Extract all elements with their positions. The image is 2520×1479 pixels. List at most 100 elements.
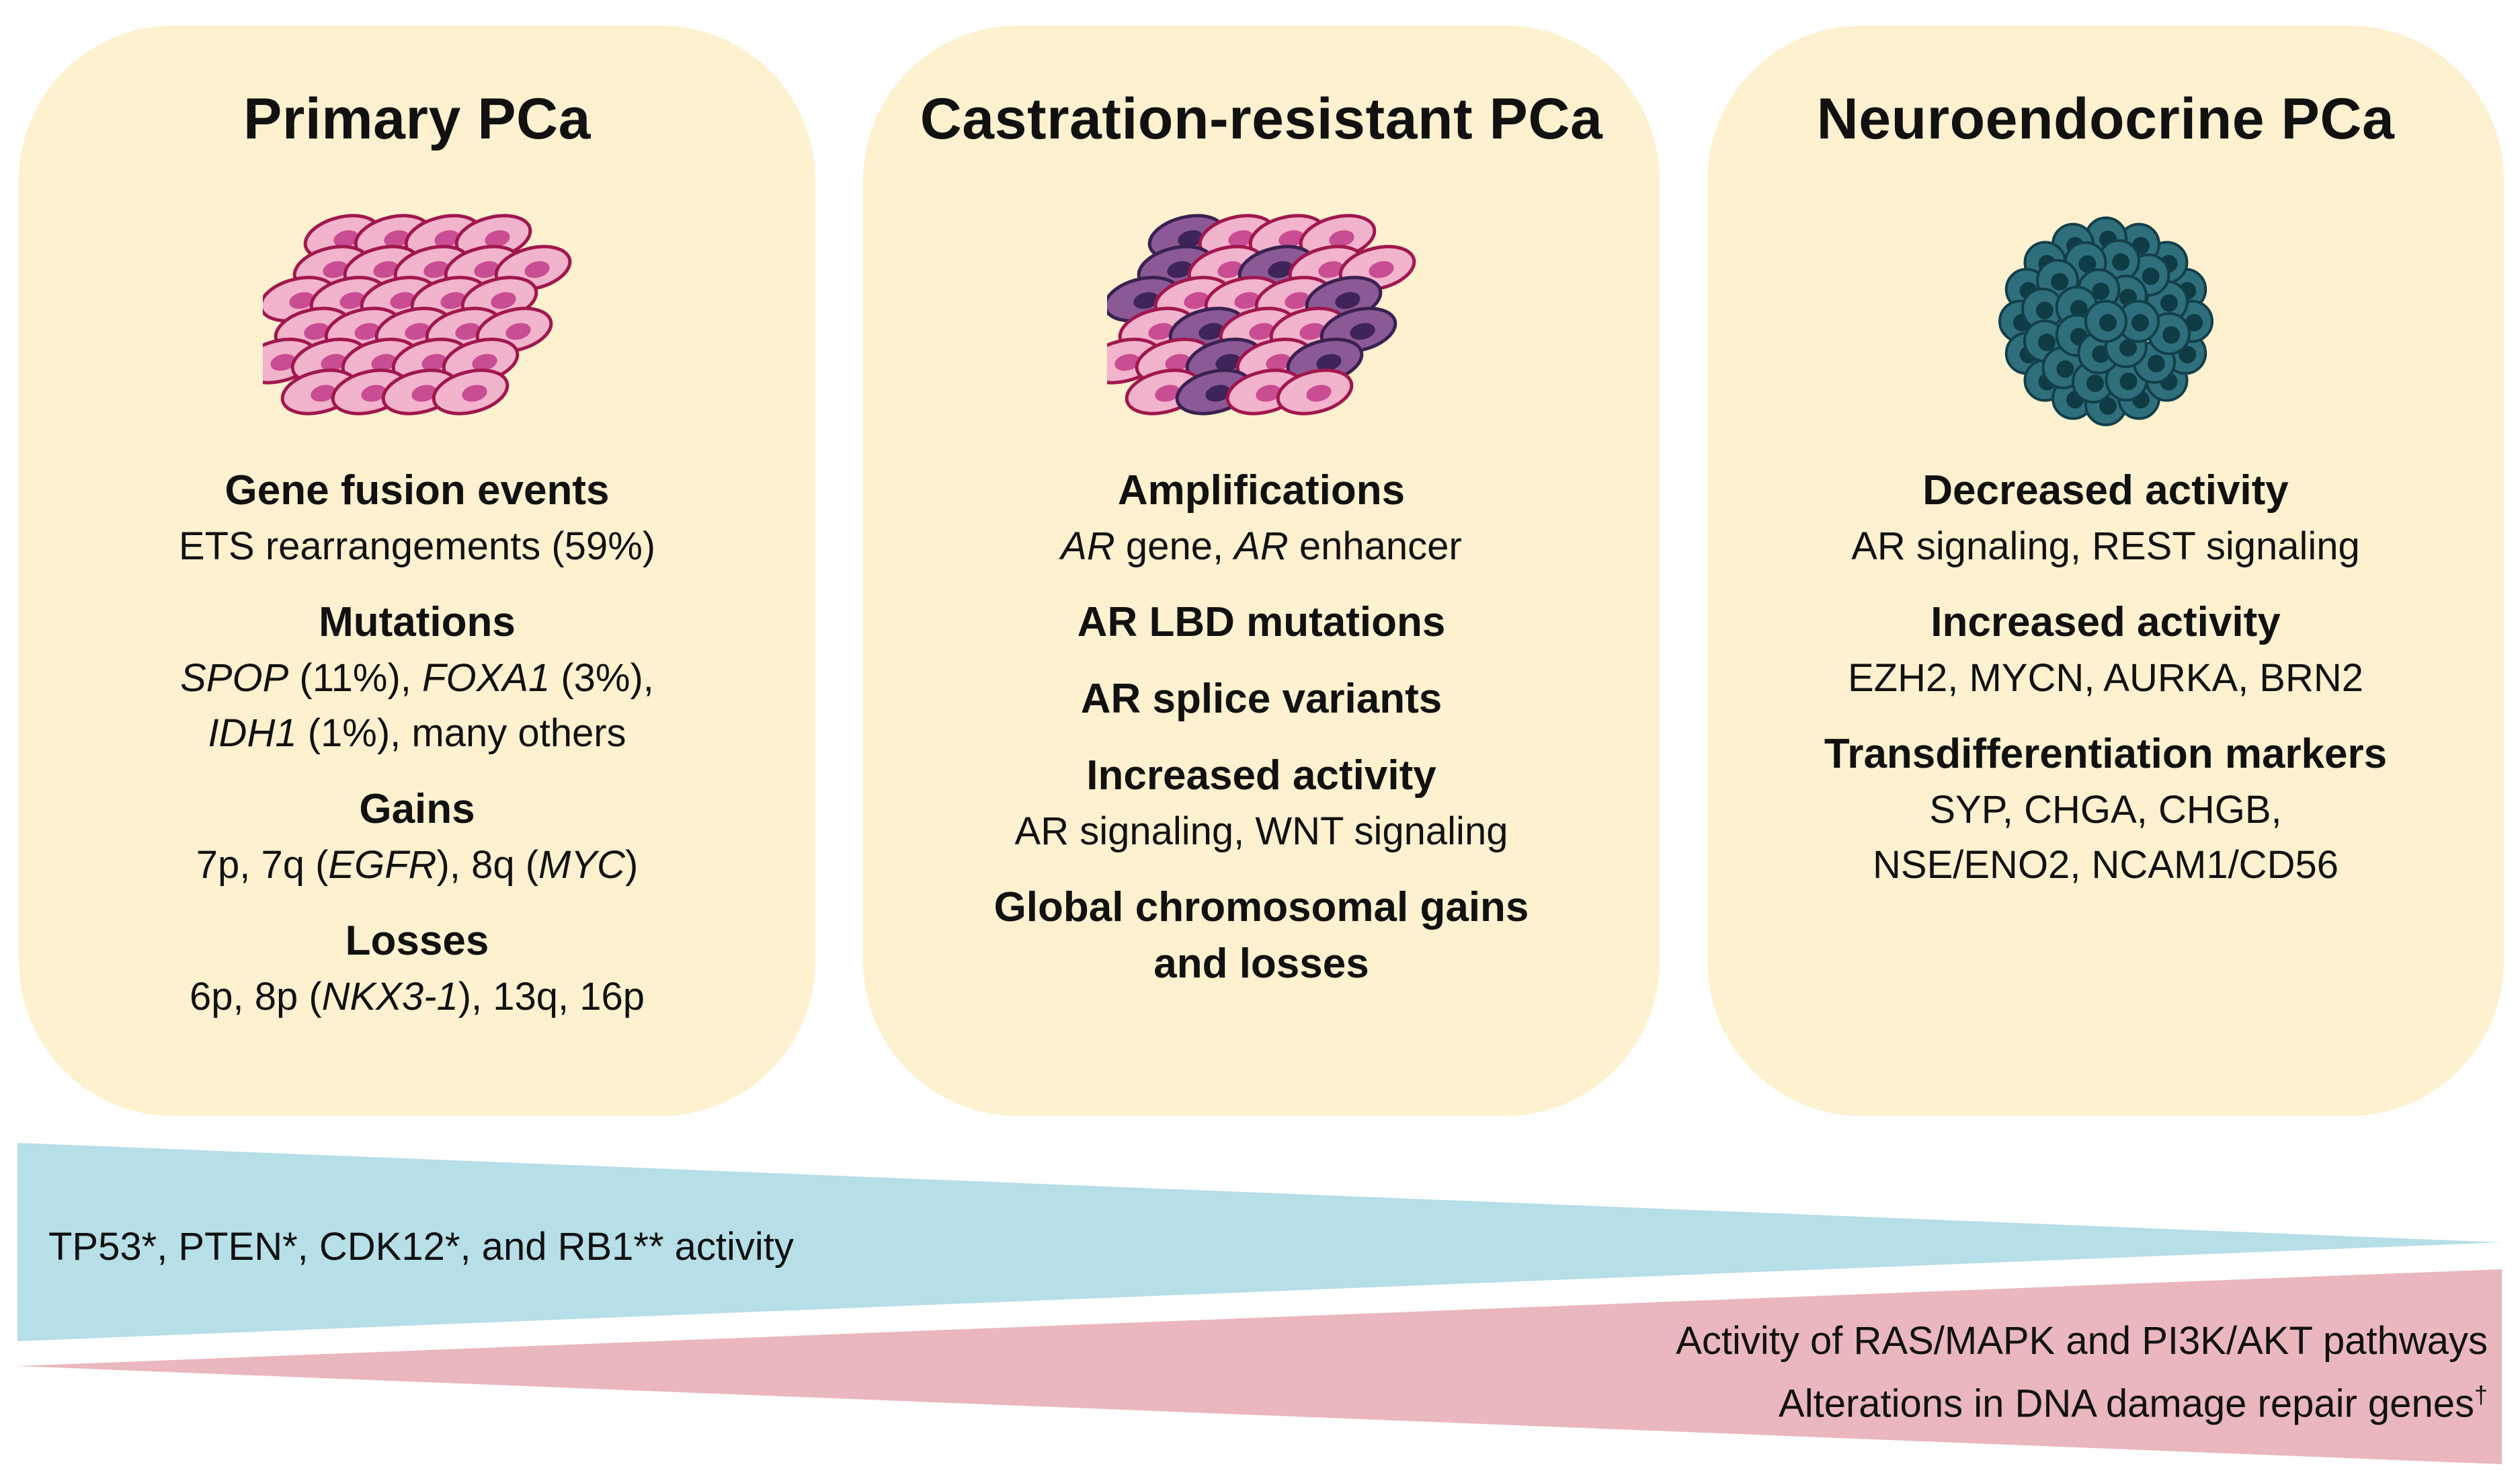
gene-name: IDH1	[208, 711, 297, 755]
cell-nucleus	[1217, 261, 1243, 278]
cell-nucleus	[2035, 301, 2054, 319]
cell-nucleus	[524, 261, 550, 278]
cell-nucleus	[360, 385, 387, 402]
cell-nucleus	[288, 292, 315, 309]
item-line: ETS rearrangements (59%)	[19, 519, 815, 574]
item-heading: Amplifications	[1117, 467, 1406, 514]
item-heading: Decreased activity	[1922, 467, 2289, 514]
item-text: ETS rearrangements (59%)	[178, 524, 656, 568]
cell-nucleus	[434, 230, 460, 247]
cell-nucleus	[320, 354, 346, 371]
item-text: gene,	[1114, 524, 1235, 568]
cell-nucleus	[2099, 314, 2117, 331]
panel-items: Amplifications AR gene, AR enhancer AR LBD…	[863, 463, 1660, 1012]
cell-nucleus	[383, 230, 409, 247]
item-heading: Gene fusion events	[225, 467, 610, 514]
cell-nucleus	[1317, 261, 1344, 278]
item-text: (11%),	[288, 656, 423, 700]
item-body: 6p, 8p (NKX3-1), 13q, 16p	[19, 969, 815, 1025]
cell-nucleus	[1265, 354, 1291, 371]
cell-nucleus	[1166, 261, 1192, 278]
item-heading: Mutations	[319, 599, 516, 645]
cell-nucleus	[2037, 333, 2056, 352]
increasing-line-1: Activity of RAS/MAPK and PI3K/AKT pathwa…	[1676, 1319, 2488, 1363]
gene-name: AR	[1234, 524, 1289, 568]
cell-nucleus	[1334, 292, 1360, 309]
panel-item: AR splice variants	[863, 671, 1660, 727]
item-line: AR signaling, WNT signaling	[863, 804, 1660, 859]
item-body: AR signaling, REST signaling	[1707, 519, 2504, 574]
increasing-line-2: Alterations in DNA damage repair genes†	[1676, 1368, 2488, 1431]
cell-nucleus	[2160, 294, 2178, 312]
cell-nucleus	[421, 354, 447, 371]
decreasing-activity-label: TP53*, PTEN*, CDK12*, and RB1** activity	[48, 1225, 794, 1269]
cell-nucleus	[2162, 326, 2180, 344]
item-text: 7p, 7q (	[196, 843, 329, 887]
cell-nucleus	[339, 292, 365, 309]
item-heading: AR splice variants	[1080, 676, 1442, 722]
cell-nucleus	[1278, 230, 1304, 247]
item-line: SPOP (11%), FOXA1 (3%),	[19, 651, 815, 706]
cell-nucleus	[1133, 292, 1159, 309]
panel-item: Global chromosomal gains and losses	[863, 879, 1660, 992]
cell-nucleus	[2056, 360, 2074, 378]
item-text: EZH2, MYCN, AURKA, BRN2	[1847, 656, 2364, 700]
cell-nucleus	[1215, 354, 1241, 371]
cell-nucleus	[2119, 339, 2137, 357]
item-text: 6p, 8p (	[189, 975, 322, 1018]
cell-nucleus	[2178, 346, 2196, 364]
item-text: )	[624, 843, 639, 887]
cell-nucleus	[354, 323, 380, 340]
cell-nucleus	[2091, 282, 2109, 301]
cell-nucleus	[1164, 354, 1190, 371]
cell-nucleus	[2131, 314, 2149, 331]
increasing-line-2-text: Alterations in DNA damage repair genes	[1779, 1382, 2474, 1426]
item-body: AR gene, AR enhancer	[863, 519, 1660, 574]
cell-nucleus	[1154, 385, 1180, 402]
item-body: 7p, 7q (EGFR), 8q (MYC)	[19, 838, 815, 893]
cell-nucleus	[2099, 397, 2117, 415]
item-heading: AR LBD mutations	[1077, 599, 1446, 645]
cell-nucleus	[490, 292, 516, 309]
item-line: 6p, 8p (NKX3-1), 13q, 16p	[19, 969, 815, 1025]
item-line: AR gene, AR enhancer	[863, 519, 1660, 574]
gene-name: EGFR	[328, 843, 437, 887]
item-text: ), 8q (	[436, 843, 539, 887]
cell-nucleus	[2119, 372, 2138, 391]
cell-nucleus	[505, 323, 531, 340]
item-line: IDH1 (1%), many others	[19, 706, 815, 761]
decreasing-activity-wedge	[17, 1143, 2502, 1341]
panel-title: Primary PCa	[243, 87, 591, 151]
cell-nucleus	[1284, 292, 1310, 309]
cell-nucleus	[1227, 230, 1254, 247]
cell-nucleus	[2050, 273, 2068, 291]
item-text: enhancer	[1288, 524, 1462, 568]
item-body: AR signaling, WNT signaling	[863, 804, 1660, 859]
item-line: NSE/ENO2, NCAM1/CD56	[1707, 838, 2504, 893]
cell-nucleus	[1349, 323, 1375, 340]
item-body: EZH2, MYCN, AURKA, BRN2	[1707, 651, 2504, 706]
cell-nucleus	[1147, 323, 1174, 340]
cell-nucleus	[2147, 354, 2165, 372]
cell-nucleus	[484, 230, 510, 247]
cell-nucleus	[1315, 354, 1342, 371]
panel-item: AR LBD mutations	[863, 594, 1660, 651]
item-text: AR signaling, REST signaling	[1851, 524, 2360, 568]
cell-nucleus	[1267, 261, 1293, 278]
cell-nucleus	[333, 230, 359, 247]
cell-nucleus	[370, 354, 397, 371]
item-text: (3%),	[550, 656, 654, 700]
gene-name: SPOP	[180, 656, 289, 700]
cell-nucleus	[1328, 230, 1354, 247]
crpc-cell-cluster-illustration	[863, 207, 1660, 429]
panel-items: Decreased activity AR signaling, REST sig…	[1707, 463, 2504, 913]
cell-nucleus	[1248, 323, 1274, 340]
